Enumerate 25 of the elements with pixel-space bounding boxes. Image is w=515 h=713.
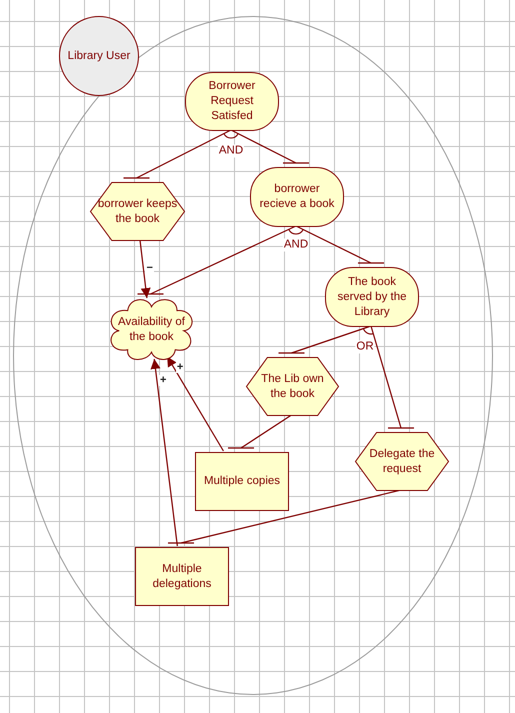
decomposition-link — [278, 325, 372, 354]
task-hexagon: borrower keeps the book — [90, 182, 185, 241]
task-hexagon: The Lib own the book — [246, 357, 339, 416]
goal-rounded-shape: borrower recieve a book — [250, 167, 344, 227]
contribution-sign: + — [176, 362, 184, 373]
goal-rounded-shape: The book served by the Library — [325, 267, 419, 327]
decomposition-label: OR — [355, 340, 375, 354]
decomposition-link — [227, 414, 292, 449]
contribution-sign: + — [159, 375, 168, 386]
decomposition-link — [122, 129, 232, 179]
softgoal-cloud: Availability of the book — [109, 298, 194, 361]
contribution-arrow — [150, 358, 178, 546]
decomposition-label: AND — [282, 238, 310, 252]
resource-rectangle: Multiple delegations — [135, 547, 229, 606]
contribution-arrow — [166, 356, 224, 452]
decomposition-link — [370, 326, 415, 429]
task-hexagon: Delegate the request — [355, 432, 449, 491]
resource-rectangle: Multiple copies — [195, 452, 289, 511]
contribution-arrow — [139, 240, 151, 298]
actor-boundary-ellipse — [13, 16, 493, 695]
decomposition-link — [136, 225, 296, 295]
decomposition-label: AND — [218, 144, 244, 158]
decomposition-link — [296, 225, 385, 264]
goal-rounded-shape: Borrower Request Satisfed — [185, 72, 279, 131]
decomposition-link — [230, 129, 310, 164]
